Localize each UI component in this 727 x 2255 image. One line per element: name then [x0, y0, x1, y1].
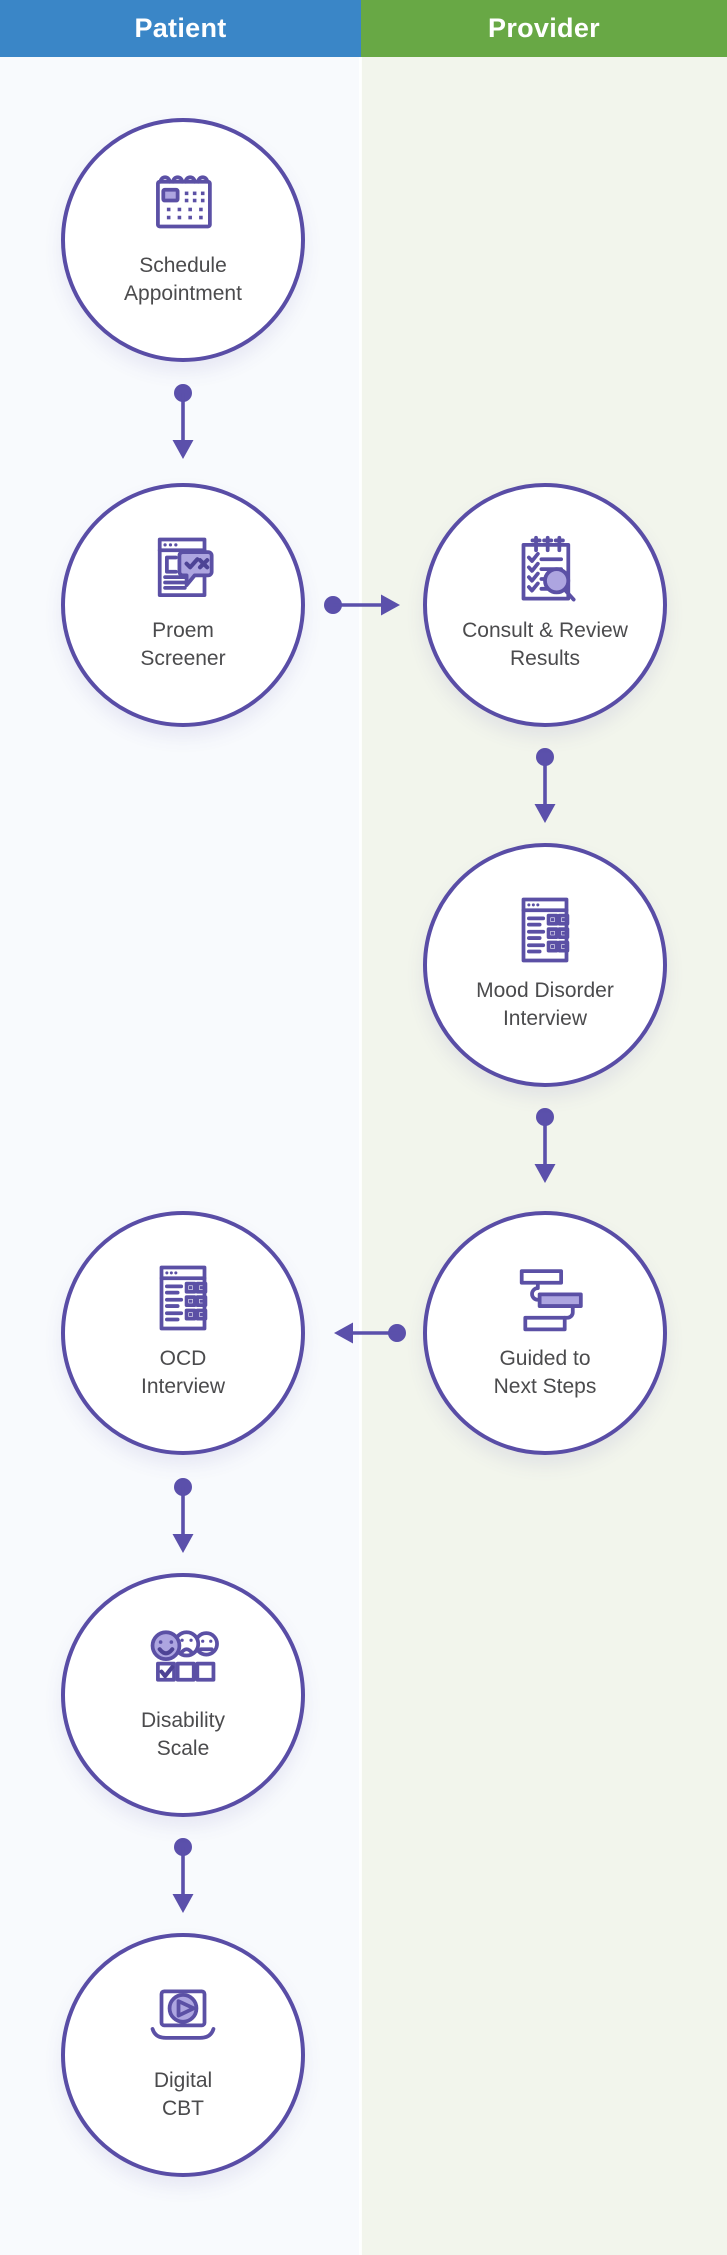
label-line: Proem: [152, 619, 214, 642]
node-label: Digital CBT: [154, 2067, 212, 2123]
checklist-magnifier-icon: [521, 535, 576, 602]
node-guided-to-next-steps: Guided to Next Steps: [423, 1211, 667, 1455]
node-proem-screener: Proem Screener: [61, 483, 305, 727]
header-provider: Provider: [361, 0, 727, 57]
lane-provider: [361, 57, 727, 2255]
node-label: Mood Disorder Interview: [476, 977, 614, 1033]
node-mood-disorder-interview: Mood Disorder Interview: [423, 843, 667, 1087]
node-digital-cbt: Digital CBT: [61, 1933, 305, 2177]
label-line: Appointment: [124, 282, 242, 305]
label-line: Screener: [140, 647, 226, 670]
label-line: Interview: [140, 1375, 226, 1398]
form-checklist-icon: [159, 1265, 208, 1331]
label-line: Interview: [502, 1007, 587, 1030]
calendar-icon: [156, 175, 212, 229]
label-line: Consult & Review: [462, 619, 628, 642]
node-schedule-appointment: Schedule Appointment: [61, 118, 305, 362]
node-label: Proem Screener: [140, 617, 225, 673]
label-line: OCD: [159, 1347, 207, 1370]
label-line: Disability: [140, 1709, 226, 1732]
node-ocd-interview: OCD Interview: [61, 1211, 305, 1455]
gantt-steps-icon: [519, 1269, 583, 1332]
node-disability-scale: Disability Scale: [61, 1573, 305, 1817]
node-label: Schedule Appointment: [124, 252, 242, 308]
label-line: Results: [509, 647, 580, 670]
node-label: Disability Scale: [141, 1707, 225, 1763]
label-line: Mood Disorder: [476, 979, 614, 1002]
label-line: Guided to: [499, 1347, 591, 1370]
label-line: Scale: [156, 1737, 210, 1760]
lane-patient: [0, 57, 361, 2255]
form-checklist-icon: [521, 897, 570, 963]
faces-scale-icon: [150, 1630, 219, 1682]
laptop-play-icon: [150, 1989, 216, 2040]
node-consult-review-results: Consult & Review Results: [423, 483, 667, 727]
label-line: Digital: [153, 2069, 213, 2092]
node-label: Consult & Review Results: [462, 617, 628, 673]
label-line: Next Steps: [493, 1375, 597, 1398]
node-label: Guided to Next Steps: [494, 1345, 597, 1401]
header-patient: Patient: [0, 0, 361, 57]
lane-divider: [359, 57, 362, 2255]
node-label: OCD Interview: [141, 1345, 225, 1401]
label-line: CBT: [161, 2097, 204, 2120]
screener-checkbox-icon: [157, 537, 214, 597]
label-line: Schedule: [139, 254, 227, 277]
